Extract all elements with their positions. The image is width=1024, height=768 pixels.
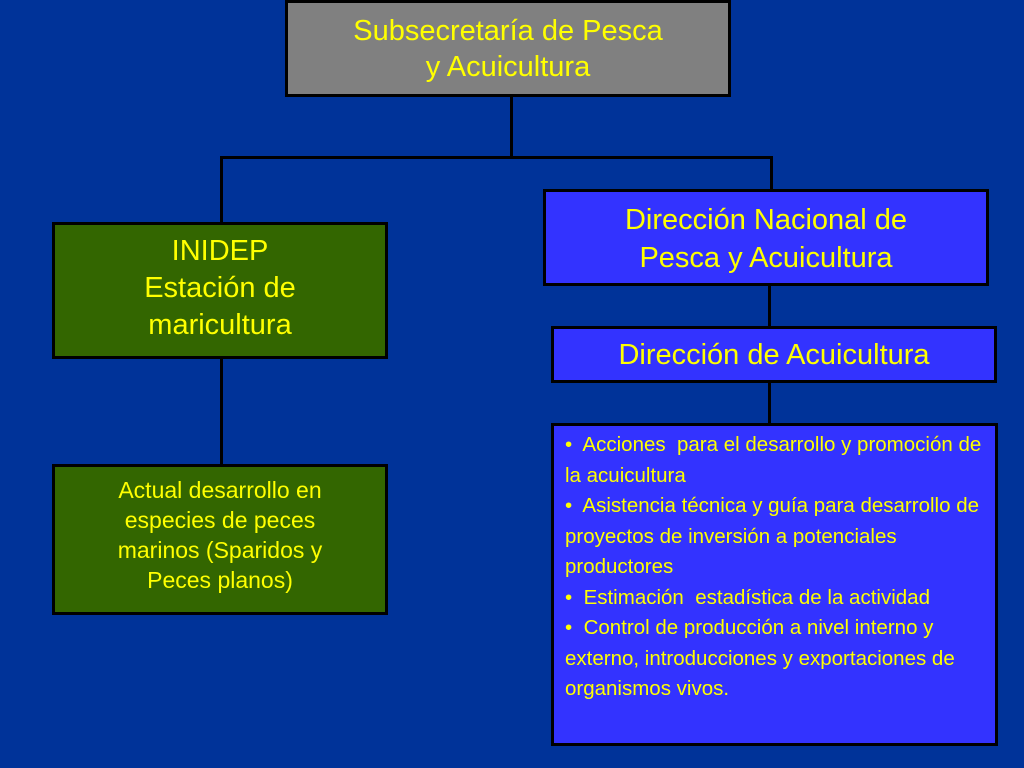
subsecretaria-line-1: Subsecretaría de Pesca <box>353 15 663 47</box>
actual-desarrollo-box: Actual desarrollo en especies de peces m… <box>52 464 388 615</box>
connector-top-vertical <box>510 96 513 159</box>
acciones-item-4: • Control de producción a nivel interno … <box>565 616 961 700</box>
connector-to-dnpa <box>770 156 773 190</box>
inidep-line-2: Estación de <box>144 272 296 304</box>
acciones-item-1: • Acciones para el desarrollo y promoció… <box>565 433 987 487</box>
actual-line-4: Peces planos) <box>147 567 293 593</box>
inidep-line-3: maricultura <box>148 309 292 341</box>
direccion-nacional-line-1: Dirección Nacional de <box>624 204 908 236</box>
actual-line-1: Actual desarrollo en <box>118 477 322 503</box>
inidep-line-1: INIDEP <box>171 235 269 267</box>
acciones-item-3: • Estimación estadística de la actividad <box>565 585 930 609</box>
connector-to-inidep <box>220 156 223 223</box>
acciones-item-2: • Asistencia técnica y guía para desarro… <box>565 494 985 578</box>
connector-inidep-to-actual <box>220 358 223 465</box>
connector-da-to-list <box>768 382 771 424</box>
actual-line-2: especies de peces <box>124 507 316 533</box>
connector-dnpa-to-da <box>768 285 771 327</box>
connector-horizontal-branch <box>220 156 773 159</box>
subsecretaria-box: Subsecretaría de Pesca y Acuicultura <box>285 0 731 97</box>
direccion-nacional-line-2: Pesca y Acuicultura <box>639 242 893 274</box>
direccion-acuicultura-box: Dirección de Acuicultura <box>551 326 997 383</box>
subsecretaria-line-2: y Acuicultura <box>425 51 591 83</box>
actual-line-3: marinos (Sparidos y <box>117 537 323 563</box>
inidep-box: INIDEP Estación de maricultura <box>52 222 388 359</box>
direccion-acuicultura-label: Dirección de Acuicultura <box>618 338 930 371</box>
acciones-list-box: • Acciones para el desarrollo y promoció… <box>551 423 998 746</box>
direccion-nacional-box: Dirección Nacional de Pesca y Acuicultur… <box>543 189 989 286</box>
